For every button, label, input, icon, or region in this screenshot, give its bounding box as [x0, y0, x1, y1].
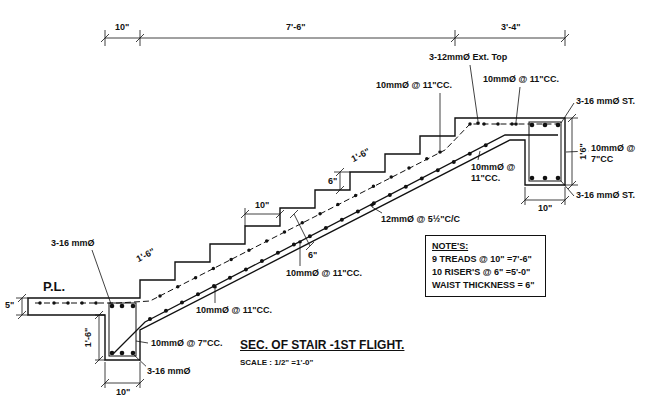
dimension-or-rebar-callout: 10"	[537, 203, 553, 214]
rebar-dot	[556, 176, 561, 181]
rebar-dot	[543, 176, 548, 181]
leader-dot	[370, 203, 374, 207]
notes-box: NOTE'S:9 TREADS @ 10" =7'-6"10 RISER'S @…	[425, 235, 546, 297]
rebar-dot	[120, 351, 125, 356]
dimension-or-rebar-callout: 10mmØ @ 11"CC.	[470, 162, 522, 184]
rebar-dot	[543, 123, 548, 128]
rebar-dot	[131, 351, 136, 356]
leader-lines	[92, 65, 589, 370]
notes-heading: NOTE'S:	[432, 240, 539, 253]
dimension-or-rebar-callout: 10mmØ @ 11"CC.	[482, 74, 560, 85]
dimension-or-rebar-callout: 10mmØ @ 11"CC.	[375, 80, 453, 91]
dimension-or-rebar-callout: 7'-6"	[285, 22, 306, 33]
dimension-or-rebar-callout: 10"	[115, 387, 131, 398]
dimension-or-rebar-callout: 10mmØ @ 11"CC.	[285, 268, 363, 279]
leader-dot	[476, 121, 480, 125]
dimension-or-rebar-callout: 3-16 mmØ ST.	[575, 96, 636, 107]
drawing-title: SEC. OF STAIR -1ST FLIGHT.	[240, 338, 404, 352]
rebar-dot	[110, 304, 115, 309]
rebar-dot	[120, 304, 125, 309]
dimension-or-rebar-callout: 3-16 mmØ ST.	[575, 190, 636, 201]
dimension-or-rebar-callout: 3-16 mmØ	[50, 238, 96, 249]
note-line: WAIST THICKNESS = 6"	[432, 279, 539, 292]
rebar-dot	[131, 304, 136, 309]
dimension-or-rebar-callout: 3-16 mmØ	[146, 366, 192, 377]
leader-dot	[213, 285, 217, 289]
dimension-lines	[16, 30, 578, 388]
dimension-or-rebar-callout: 10"	[114, 22, 130, 33]
dimension-or-rebar-callout: 10mmØ @ 7"CC	[590, 143, 642, 165]
leader-dot	[514, 122, 518, 126]
beam-stirrup	[109, 303, 136, 356]
dimension-or-rebar-callout: 1'-6"	[349, 146, 373, 166]
beam-stirrup	[529, 122, 561, 181]
scale-note: SCALE : 1/2" =1'-0"	[240, 358, 313, 367]
rebar-dot	[530, 176, 535, 181]
dimension-or-rebar-callout: 1'6"	[578, 142, 589, 160]
dimension-or-rebar-callout: 3-12mmØ Ext. Top	[428, 52, 508, 63]
leader-dot	[298, 240, 302, 244]
note-line: 9 TREADS @ 10" =7'-6"	[432, 253, 539, 266]
dimension-or-rebar-callout: 12mmØ @ 5½"C/C	[380, 214, 461, 225]
leader-dot	[438, 150, 442, 154]
dimension-or-rebar-callout: 5"	[4, 300, 15, 311]
dimension-or-rebar-callout: 6"	[327, 176, 338, 187]
dimension-or-rebar-callout: 10"	[254, 200, 270, 211]
dimension-or-rebar-callout: 10mmØ @ 7"CC.	[150, 338, 224, 349]
rebar-dot	[110, 351, 115, 356]
dimension-or-rebar-callout: 3'-4"	[500, 22, 521, 33]
dimension-or-rebar-callout: 1'-6"	[134, 246, 158, 266]
rebar-dot	[556, 123, 561, 128]
rebar-dot	[530, 123, 535, 128]
stair-concrete-outline	[28, 118, 565, 360]
dimension-or-rebar-callout: 10mmØ @ 11"CC.	[195, 305, 273, 316]
main-bottom-rebar	[113, 135, 558, 354]
dimension-or-rebar-callout: 1'-6"	[83, 327, 94, 348]
dimension-or-rebar-callout: 6"	[307, 250, 318, 261]
beam-bars	[110, 123, 561, 356]
note-line: 10 RISER'S @ 6" =5'-0"	[432, 266, 539, 279]
plinth-level-mark: P.L.	[42, 279, 66, 294]
top-rebar	[35, 124, 560, 303]
